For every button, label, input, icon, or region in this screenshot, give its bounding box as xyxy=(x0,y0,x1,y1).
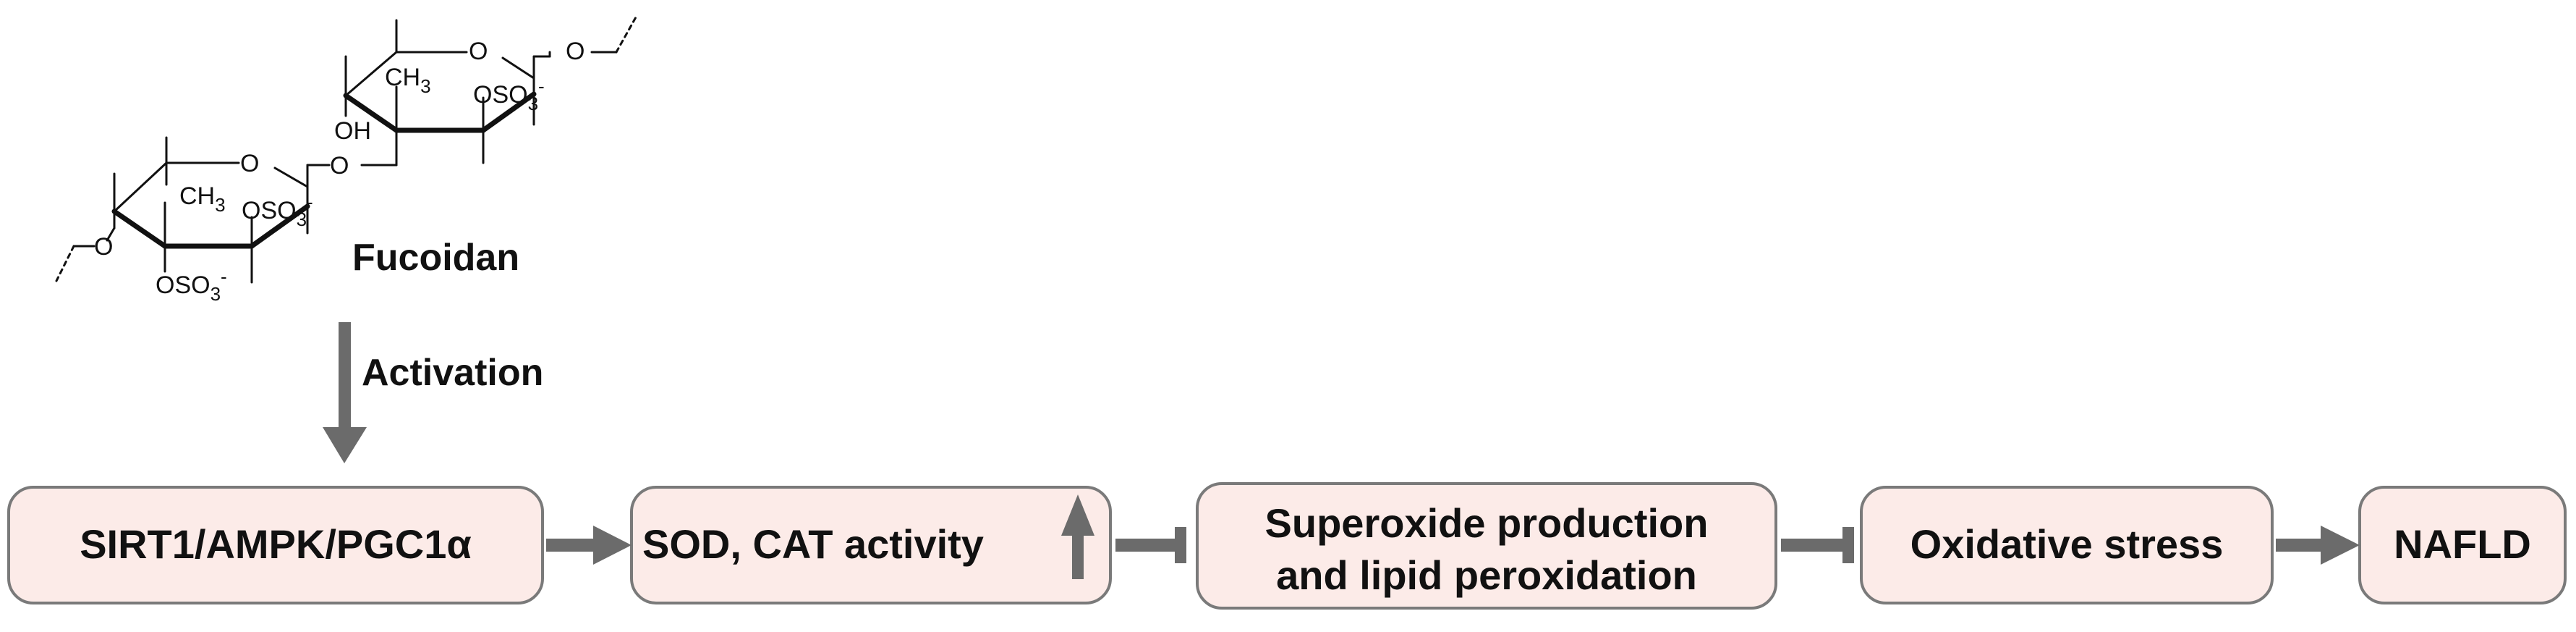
sulfate-label-lower-a: OSO3- xyxy=(242,191,313,230)
activation-arrow xyxy=(323,322,367,463)
increase-arrow-icon xyxy=(1061,494,1094,579)
pathway-connectors xyxy=(546,526,2360,565)
linkage-oxygen-left: O xyxy=(94,233,113,261)
linkage-oxygen-right: O xyxy=(566,38,585,65)
arrow-node1-to-node2 xyxy=(546,526,632,565)
upper-sugar-ring xyxy=(343,14,638,164)
methyl-label-lower: CH3 xyxy=(179,182,226,216)
node-nafld-label: NAFLD xyxy=(2394,521,2531,567)
node-superoxide-lipid-peroxidation: Superoxide production and lipid peroxida… xyxy=(1196,482,1777,610)
linkage-oxygen-middle: O xyxy=(330,152,349,180)
node-nafld: NAFLD xyxy=(2358,486,2567,604)
sulfate-label-lower-b: OSO3- xyxy=(156,266,227,305)
compound-name: Fucoidan xyxy=(352,237,519,279)
node-sirt1-ampk-pgc1a-label: SIRT1/AMPK/PGC1α xyxy=(80,521,472,567)
hydroxyl-label: OH xyxy=(334,117,371,145)
sulfate-label-upper: OSO3- xyxy=(473,75,545,114)
ring-oxygen-upper: O xyxy=(469,38,488,65)
node-sod-cat-activity: SOD, CAT activity xyxy=(630,486,1112,604)
node-oxidative-stress: Oxidative stress xyxy=(1860,486,2274,604)
inhibit-node2-to-node3 xyxy=(1115,527,1186,563)
lower-sugar-ring xyxy=(55,136,398,284)
node-sirt1-ampk-pgc1a: SIRT1/AMPK/PGC1α xyxy=(7,486,544,604)
activation-label: Activation xyxy=(362,352,543,394)
fucoidan-structure xyxy=(55,14,638,284)
ring-oxygen-lower: O xyxy=(240,150,259,177)
node-oxidative-stress-label: Oxidative stress xyxy=(1910,521,2224,567)
node-sod-cat-activity-label: SOD, CAT activity xyxy=(642,521,984,567)
node3-label-line2: and lipid peroxidation xyxy=(1276,552,1697,598)
inhibit-node3-to-node4 xyxy=(1781,527,1854,563)
node3-label-line1: Superoxide production xyxy=(1265,500,1709,546)
methyl-label-upper: CH3 xyxy=(385,64,431,97)
arrow-node4-to-node5 xyxy=(2276,526,2360,565)
pathway-boxes: SIRT1/AMPK/PGC1α SOD, CAT activity Super… xyxy=(7,482,2567,610)
fucoidan-atom-labels: O CH3 OSO3- O OSO3- O O CH3 OSO3- OH O xyxy=(94,38,585,305)
